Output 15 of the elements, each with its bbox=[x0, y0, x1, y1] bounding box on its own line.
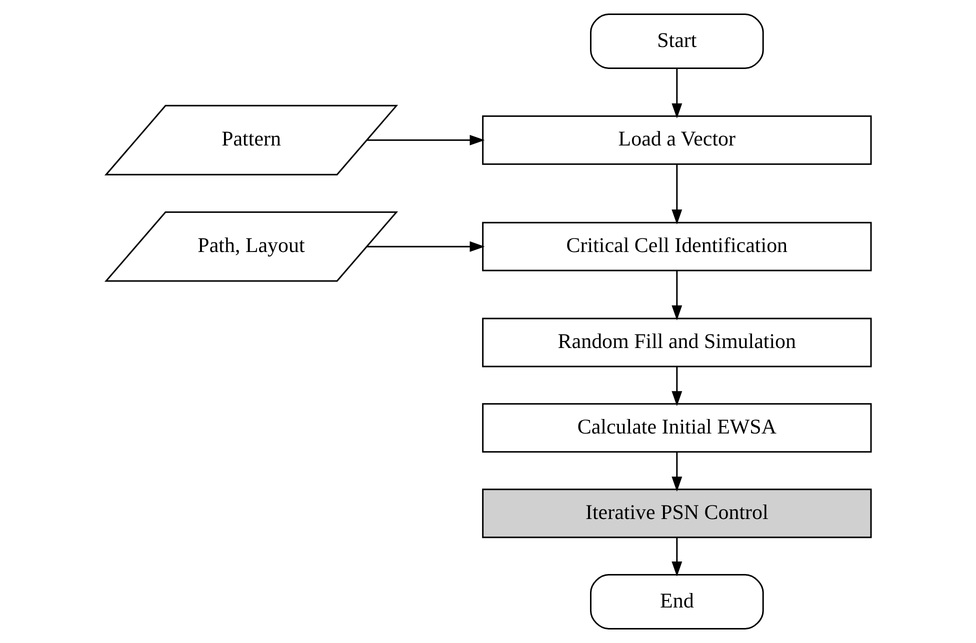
node-box: Critical Cell Identification bbox=[482, 222, 872, 272]
node-box: Iterative PSN Control bbox=[482, 488, 872, 538]
arrow bbox=[671, 68, 682, 118]
node-box: End bbox=[590, 574, 764, 630]
node-box: Start bbox=[590, 14, 764, 69]
arrow bbox=[366, 241, 484, 252]
node-box: Calculate Initial EWSA bbox=[482, 403, 872, 453]
arrow bbox=[671, 538, 682, 577]
arrow bbox=[671, 452, 682, 492]
arrow bbox=[671, 270, 682, 320]
arrow bbox=[366, 134, 484, 146]
arrow bbox=[671, 366, 682, 406]
arrow bbox=[671, 164, 682, 224]
node-box: Load a Vector bbox=[482, 115, 872, 165]
node-box: Random Fill and Simulation bbox=[482, 318, 872, 368]
